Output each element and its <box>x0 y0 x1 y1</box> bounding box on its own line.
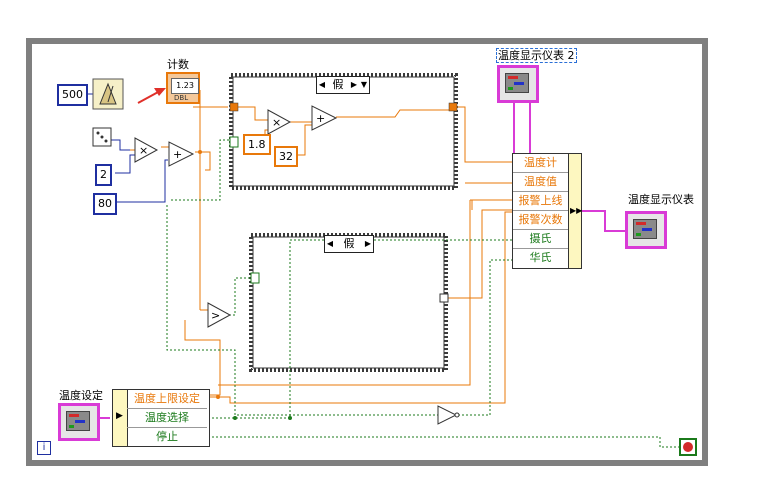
wait-ms-constant[interactable]: 500 <box>57 84 88 106</box>
counter-indicator[interactable]: 1.23 DBL <box>166 72 200 104</box>
bundle-output-terminal[interactable]: ▶▶ <box>568 153 582 269</box>
case-selector-bottom[interactable]: ◀ 假 ▶ <box>324 235 374 253</box>
offset-constant[interactable]: 80 <box>93 193 117 215</box>
multiply-icon[interactable]: × <box>134 137 159 163</box>
case-selector-label: 假 <box>332 78 344 91</box>
multiply-icon[interactable]: × <box>267 109 292 135</box>
dice-icon[interactable] <box>92 127 112 147</box>
gauge-icon[interactable] <box>58 403 100 441</box>
case-structure-top[interactable] <box>229 73 458 190</box>
svg-text:×: × <box>139 144 148 157</box>
add-icon[interactable]: + <box>311 105 338 131</box>
iteration-terminal[interactable]: i <box>37 441 51 455</box>
case-selector-top[interactable]: ◀ 假 ▶ ▼ <box>316 76 370 94</box>
add-icon[interactable]: + <box>168 141 195 167</box>
counter-label: 计数 <box>167 58 189 71</box>
stop-icon[interactable] <box>679 438 697 456</box>
greater-than-icon[interactable]: > <box>207 302 232 328</box>
chevron-down-icon[interactable]: ▼ <box>360 80 368 89</box>
f-offset-constant[interactable]: 32 <box>274 146 298 167</box>
iteration-label: i <box>42 442 46 453</box>
gauge-icon[interactable] <box>497 65 539 103</box>
unbundle-row[interactable]: 温度选择 <box>127 409 207 428</box>
not-icon[interactable] <box>437 405 460 425</box>
indicator-right-label: 温度显示仪表 <box>628 193 694 206</box>
svg-text:+: + <box>316 112 325 125</box>
svg-text:+: + <box>173 148 182 161</box>
case-prev-icon[interactable]: ◀ <box>318 80 326 89</box>
svg-text:×: × <box>272 116 281 129</box>
bundle-row[interactable]: 报警次数 <box>513 211 568 230</box>
gauge-icon[interactable] <box>625 211 667 249</box>
annotation-arrow <box>137 88 166 104</box>
control-label: 温度设定 <box>59 389 103 402</box>
svg-text:>: > <box>211 309 220 322</box>
case-next-icon[interactable]: ▶ <box>364 239 372 248</box>
factor-constant[interactable]: 1.8 <box>243 134 271 155</box>
case-structure-bottom[interactable] <box>249 233 448 372</box>
unbundle-by-name-node[interactable] <box>113 389 210 447</box>
counter-type-label: DBL <box>174 94 189 102</box>
case-prev-icon[interactable]: ◀ <box>326 239 334 248</box>
bundle-row[interactable]: 温度值 <box>513 173 568 192</box>
case-next-icon[interactable]: ▶ <box>350 80 358 89</box>
metronome-icon[interactable] <box>92 78 124 110</box>
bundle-row[interactable]: 摄氏 <box>513 230 568 249</box>
unbundle-row[interactable]: 停止 <box>156 430 178 443</box>
multiplier-constant[interactable]: 2 <box>95 164 112 186</box>
case-selector-label: 假 <box>343 237 355 250</box>
while-loop-frame[interactable] <box>26 38 708 466</box>
unbundle-input-terminal[interactable]: ▶ <box>112 389 128 447</box>
indicator-top-label: 温度显示仪表 2 <box>496 48 577 63</box>
bundle-row[interactable]: 报警上线 <box>513 192 568 211</box>
bundle-row[interactable]: 温度计 <box>513 154 568 173</box>
unbundle-row[interactable]: 温度上限设定 <box>127 390 207 409</box>
bundle-row[interactable]: 华氏 <box>529 251 552 264</box>
